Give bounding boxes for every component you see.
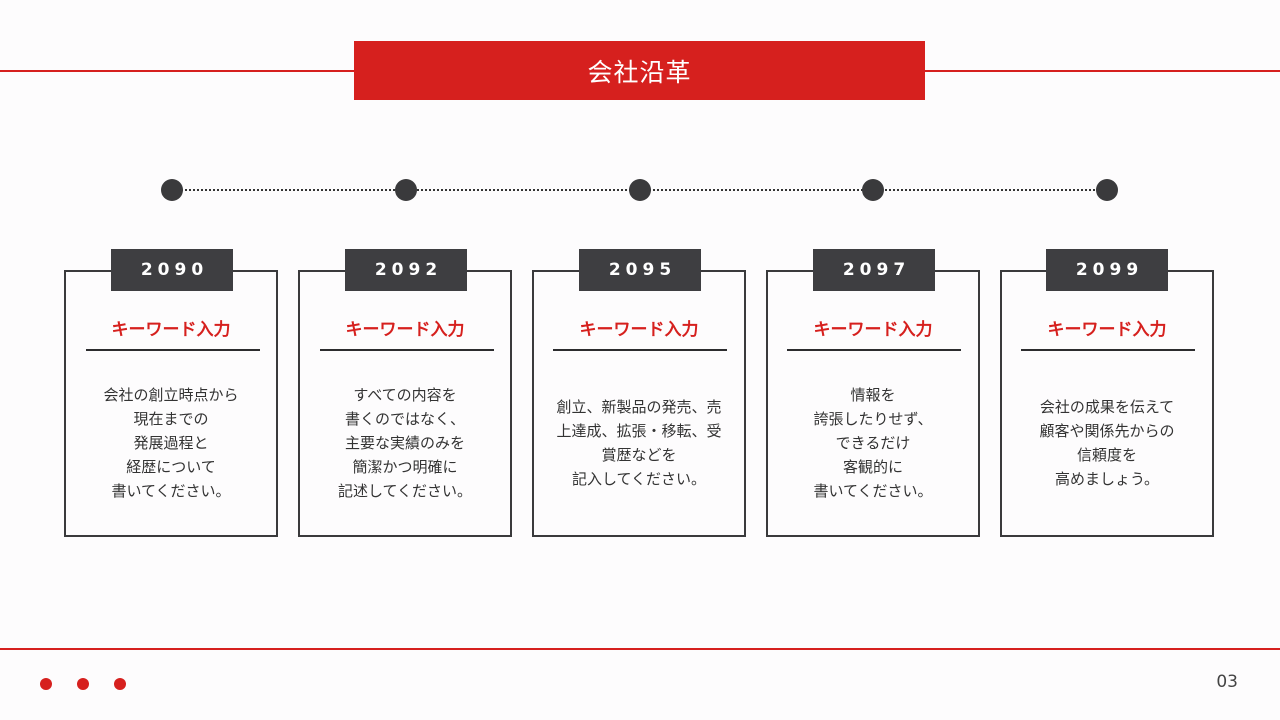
slide-title-text: 会社沿革	[587, 57, 692, 87]
footer-rule	[0, 648, 1280, 650]
year-tab: 2090	[111, 249, 233, 291]
year-tab: 2095	[579, 249, 701, 291]
year-label: 2099	[1075, 260, 1144, 280]
card-heading: キーワード入力	[1047, 320, 1167, 340]
year-tab: 2097	[813, 249, 935, 291]
card-divider	[86, 349, 260, 351]
year-tab: 2099	[1046, 249, 1168, 291]
footer-dot	[40, 678, 52, 690]
card-divider	[320, 349, 494, 351]
timeline-card	[298, 270, 512, 537]
year-tab: 2092	[345, 249, 467, 291]
timeline-card	[64, 270, 278, 537]
timeline-dot	[395, 179, 417, 201]
timeline-dot	[161, 179, 183, 201]
year-label: 2090	[140, 260, 209, 280]
slide-title: 会社沿革	[354, 41, 925, 100]
footer-dot	[114, 678, 126, 690]
year-label: 2092	[374, 260, 443, 280]
card-divider	[787, 349, 961, 351]
timeline-dot	[1096, 179, 1118, 201]
timeline-card	[1000, 270, 1214, 537]
timeline-card	[766, 270, 980, 537]
card-body: 創立、新製品の発売、売 上達成、拡張・移転、受 賞歴などを 記入してください。	[556, 398, 722, 488]
card-divider	[1021, 349, 1195, 351]
year-label: 2097	[842, 260, 911, 280]
card-heading: キーワード入力	[579, 320, 699, 340]
timeline-dot	[862, 179, 884, 201]
year-label: 2095	[608, 260, 677, 280]
card-heading: キーワード入力	[111, 320, 231, 340]
card-divider	[553, 349, 727, 351]
page-number: 03	[1216, 672, 1238, 692]
card-heading: キーワード入力	[345, 320, 465, 340]
card-heading: キーワード入力	[813, 320, 933, 340]
card-body: 会社の創立時点から 現在までの 発展過程と 経歴について 書いてください。	[103, 386, 239, 500]
card-body: 情報を 誇張したりせず、 できるだけ 客観的に 書いてください。	[813, 386, 933, 500]
timeline-dot	[629, 179, 651, 201]
card-body: すべての内容を 書くのではなく、 主要な実績のみを 簡潔かつ明確に 記述してくだ…	[337, 386, 473, 500]
footer-dot	[77, 678, 89, 690]
card-body: 会社の成果を伝えて 顧客や関係先からの 信頼度を 高めましょう。	[1039, 398, 1175, 488]
